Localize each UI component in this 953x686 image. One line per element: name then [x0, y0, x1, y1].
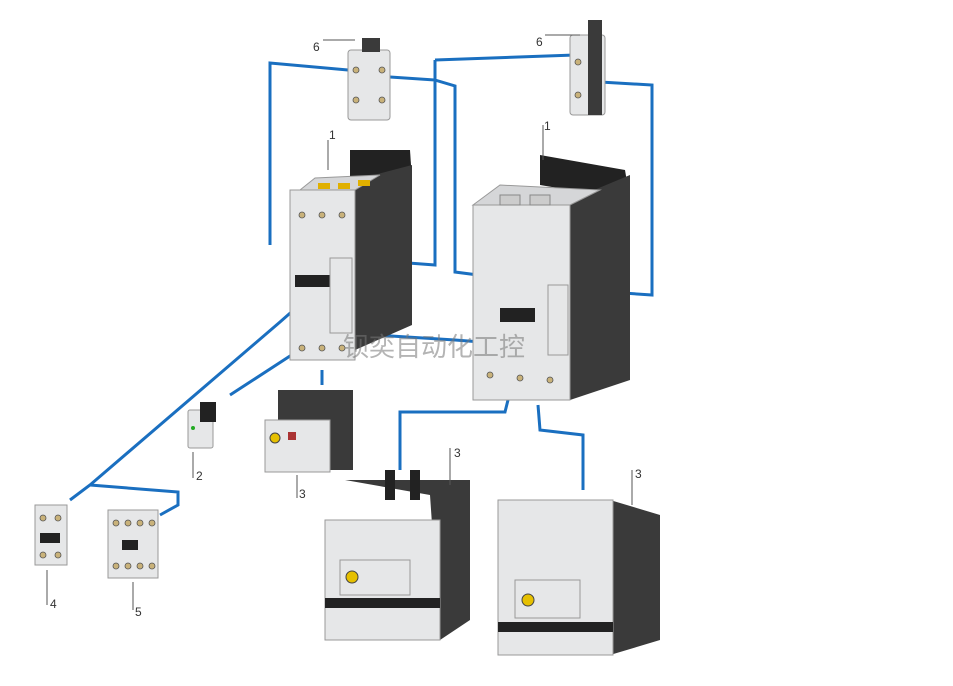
label-suppressor: 2 — [196, 469, 203, 483]
label-overload-small: 3 — [299, 487, 306, 501]
contactor-small — [289, 150, 412, 361]
side-auxiliary-contact-left — [347, 38, 391, 121]
overload-relay-small — [264, 390, 353, 473]
label-overload-right: 3 — [635, 467, 642, 481]
watermark: 钡奕自动化工控 — [343, 333, 525, 363]
overload-relay-large — [497, 499, 660, 656]
label-contactor-left: 1 — [329, 128, 336, 142]
front-auxiliary-contact-4pole — [107, 509, 159, 579]
side-auxiliary-contact-right — [569, 20, 606, 116]
contactor-large — [471, 155, 630, 401]
label-aux-side-left: 6 — [313, 40, 320, 54]
label-overload-mid: 3 — [454, 446, 461, 460]
overload-relay-medium — [324, 470, 470, 641]
suppressor-module — [187, 402, 216, 449]
label-aux-side-right: 6 — [536, 35, 543, 49]
label-contactor-right: 1 — [544, 119, 551, 133]
leader-lines — [46, 34, 633, 610]
label-aux-front-2pole: 4 — [50, 597, 57, 611]
label-aux-front-4pole: 5 — [135, 605, 142, 619]
front-auxiliary-contact-2pole — [34, 504, 68, 566]
